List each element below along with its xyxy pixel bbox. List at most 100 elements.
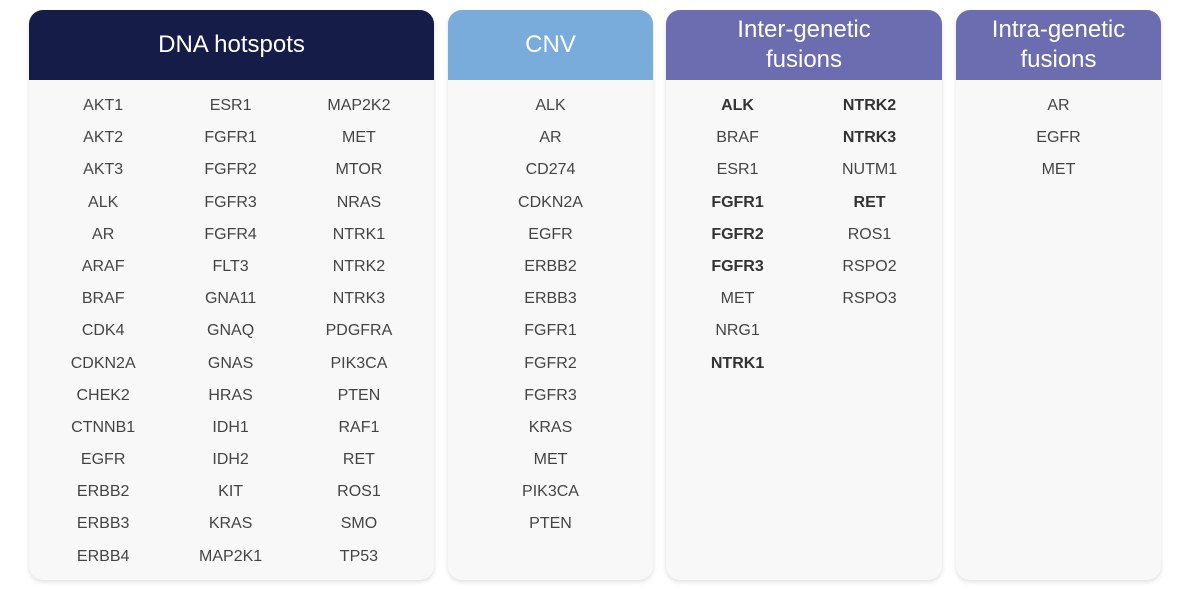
gene-item: FGFR2 — [204, 161, 257, 179]
gene-item: ERBB2 — [524, 257, 577, 275]
gene-item: EGFR — [528, 225, 573, 243]
gene-item: KRAS — [208, 515, 253, 533]
gene-item: KIT — [218, 483, 244, 501]
panel-title-line2: fusions — [1020, 46, 1097, 73]
gene-item: PTEN — [529, 515, 572, 533]
gene-item: FGFR3 — [524, 386, 577, 404]
gene-item: EGFR — [80, 451, 126, 469]
gene-item: AR — [92, 225, 115, 243]
gene-item: ERBB4 — [76, 547, 130, 565]
gene-item: ARAF — [81, 257, 125, 275]
gene-item: SMO — [340, 515, 378, 533]
gene-item: GNAQ — [207, 322, 255, 340]
gene-item: AKT3 — [83, 161, 124, 179]
gene-item: RAF1 — [338, 418, 380, 436]
gene-item: FGFR1 — [524, 322, 577, 340]
gene-item: ALK — [88, 193, 119, 211]
gene-item: MAP2K1 — [199, 547, 263, 565]
gene-item: FGFR1 — [204, 129, 257, 147]
gene-item: NRAS — [336, 193, 382, 211]
gene-item: HRAS — [208, 386, 253, 404]
gene-item: AKT1 — [83, 97, 124, 114]
gene-column: AR EGFR MET — [1036, 96, 1080, 193]
gene-item: EGFR — [1036, 129, 1081, 147]
gene-item: NTRK2 — [842, 97, 897, 114]
panel-title: Inter-genetic fusions — [737, 15, 870, 75]
gene-item: ALK — [721, 97, 754, 114]
gene-item: ERBB3 — [76, 515, 130, 533]
gene-item: MAP2K2 — [327, 97, 391, 114]
gene-item: FGFR3 — [204, 193, 257, 211]
gene-item: RET — [853, 193, 886, 211]
gene-item: PTEN — [337, 386, 381, 404]
gene-item: RSPO3 — [842, 290, 897, 308]
gene-item: AR — [539, 129, 562, 147]
gene-item: CDKN2A — [518, 193, 583, 211]
gene-item: NTRK1 — [710, 354, 765, 372]
gene-item: CTNNB1 — [71, 418, 136, 436]
gene-item: NTRK2 — [332, 257, 386, 275]
gene-item: FGFR4 — [204, 225, 257, 243]
gene-item: MET — [720, 290, 755, 308]
panel-title-line1: Inter-genetic — [737, 16, 871, 43]
gene-item: ALK — [535, 97, 566, 114]
panel-title: DNA hotspots — [158, 31, 305, 58]
gene-item: FGFR2 — [711, 225, 764, 243]
gene-item: CD274 — [525, 161, 576, 179]
gene-item: BRAF — [81, 290, 125, 308]
gene-item: FGFR1 — [711, 193, 764, 211]
intra-genetic-fusions-panel: Intra-genetic fusions AR EGFR MET — [956, 10, 1161, 580]
intra-genetic-fusions-header: Intra-genetic fusions — [956, 10, 1161, 80]
gene-item: ESR1 — [716, 161, 759, 179]
gene-item: PDGFRA — [325, 322, 393, 340]
gene-item: MTOR — [335, 161, 383, 179]
gene-item: NTRK1 — [332, 225, 386, 243]
gene-item: GNAS — [207, 354, 254, 372]
gene-item: ROS1 — [337, 483, 381, 501]
gene-item: TP53 — [339, 547, 379, 565]
gene-item: ROS1 — [847, 225, 892, 243]
inter-genetic-fusions-header: Inter-genetic fusions — [666, 10, 942, 80]
gene-item: MET — [342, 129, 376, 147]
gene-item: MET — [533, 451, 568, 469]
gene-item: ERBB3 — [524, 290, 577, 308]
gene-item: NTRK3 — [842, 129, 897, 147]
gene-item: RET — [342, 451, 375, 469]
gene-item: ESR1 — [209, 97, 252, 114]
gene-item: IDH2 — [212, 451, 249, 469]
gene-item: CHEK2 — [76, 386, 130, 404]
gene-item: FGFR3 — [711, 257, 764, 275]
panel-title-line1: Intra-genetic — [991, 16, 1126, 43]
gene-item: FLT3 — [212, 257, 249, 275]
gene-item: CDK4 — [81, 322, 125, 340]
cnv-header: CNV — [448, 10, 653, 80]
gene-item: CDKN2A — [70, 354, 136, 372]
gene-item: MET — [1041, 161, 1076, 179]
gene-item: FGFR2 — [524, 354, 577, 372]
gene-item: ERBB2 — [76, 483, 130, 501]
gene-item: IDH1 — [212, 418, 249, 436]
gene-item: GNA11 — [204, 290, 257, 308]
gene-list: AR EGFR MET — [956, 80, 1161, 193]
gene-item: NTRK3 — [332, 290, 386, 308]
gene-item: BRAF — [716, 129, 759, 147]
gene-item: RSPO2 — [842, 257, 897, 275]
panel-title: Intra-genetic fusions — [992, 15, 1125, 75]
gene-item: KRAS — [528, 418, 573, 436]
gene-item: AKT2 — [83, 129, 124, 147]
dna-hotspots-header: DNA hotspots — [29, 10, 434, 80]
gene-item: AR — [1047, 97, 1070, 114]
gene-item: NUTM1 — [841, 161, 898, 179]
